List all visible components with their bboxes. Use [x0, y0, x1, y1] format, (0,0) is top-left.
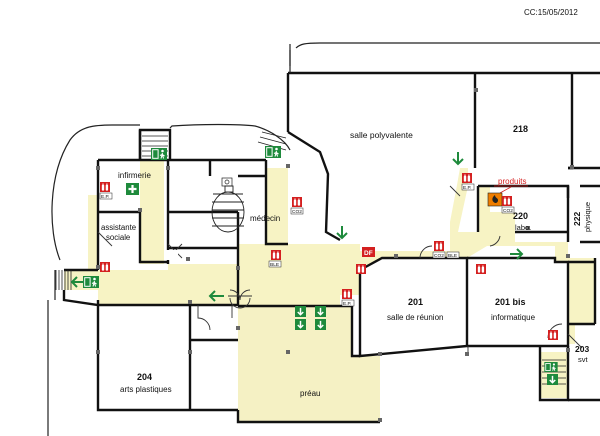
exit-arrow-down-icon: [295, 319, 306, 330]
emergency-exit-icon: [544, 362, 558, 372]
staircase-top-left: [142, 131, 287, 157]
label-salle-reunion: salle de réunion: [387, 313, 443, 322]
label-218: 218: [513, 124, 528, 134]
fire-extinguisher-icon: [476, 264, 486, 274]
tag-co2: CO2: [434, 253, 444, 259]
emergency-exit-icon: [83, 276, 99, 288]
washroom-icon: [221, 177, 233, 187]
tag-co2: CO2: [503, 208, 513, 214]
walls: [47, 42, 600, 436]
label-svt: svt: [578, 355, 589, 364]
arrow-left-icon: [70, 276, 84, 288]
label-arts-plastiques: arts plastiques: [120, 385, 172, 394]
fire-extinguisher-icon: [100, 182, 110, 192]
label-medecin: médecin: [250, 214, 280, 223]
plan-date-code: CC:15/05/2012: [524, 8, 578, 17]
fire-extinguisher-icon: [271, 250, 281, 260]
label-203: 203: [575, 344, 589, 354]
tag-ep: E.P.: [463, 185, 471, 191]
label-informatique: informatique: [491, 313, 536, 322]
fire-extinguisher-icon: [502, 196, 512, 206]
arrow-down-icon: [336, 226, 348, 240]
fire-extinguisher-icon: [548, 330, 558, 340]
room-labels: salle polyvalente 218 infirmerie médecin…: [101, 124, 592, 398]
first-aid-icon: [126, 183, 139, 195]
fire-extinguisher-icon: [100, 262, 110, 272]
emergency-exit-icon: [151, 148, 167, 160]
pillar-markers: [96, 88, 574, 422]
fire-extinguisher-icon: [356, 264, 366, 274]
tag-ep: E.P.: [101, 194, 109, 200]
label-201: 201: [408, 297, 423, 307]
label-salle-polyvalente: salle polyvalente: [350, 130, 413, 140]
df-fire-blanket-icon: DF: [362, 247, 375, 257]
evacuation-arrows: [70, 152, 524, 302]
hazard-produits: produits: [487, 177, 528, 207]
label-220: 220: [513, 211, 528, 221]
arrow-down-icon: [452, 152, 464, 166]
exit-sign-medecin: [166, 250, 178, 260]
label-infirmerie: infirmerie: [118, 171, 151, 180]
label-labo: labo.: [515, 223, 531, 232]
fire-extinguisher-icon: [342, 289, 352, 299]
fire-extinguisher-icon: [462, 173, 472, 183]
spiral-stair-medecin: [211, 185, 245, 233]
label-physique: physique: [583, 202, 592, 232]
arrow-right-icon: [510, 248, 524, 260]
exit-arrow-down-icon: [315, 306, 326, 317]
staircase-entrance: [55, 270, 72, 290]
df-label: DF: [364, 250, 373, 257]
label-204: 204: [137, 372, 152, 382]
label-sociale: sociale: [106, 233, 130, 242]
hazard-label: produits: [498, 177, 526, 186]
label-222: 222: [572, 212, 582, 226]
label-201-bis: 201 bis: [495, 297, 526, 307]
tag-ble: BLE: [270, 262, 279, 268]
label-assistante: assistante: [101, 223, 136, 232]
tag-ep: E.P.: [343, 301, 351, 307]
label-preau: préau: [300, 389, 320, 398]
arrow-left-icon: [208, 290, 224, 302]
equipment-tags: E.P. E.P. CO2 CO2 CO2 BLE BLE E.P.: [99, 183, 515, 307]
exit-arrow-down-icon: [315, 319, 326, 330]
emergency-exit-icon: [265, 146, 281, 158]
exit-arrow-down-icon: [547, 374, 558, 385]
exit-arrow-down-icon: [295, 306, 306, 317]
fire-extinguishers: DF: [100, 173, 558, 340]
corridor-areas: [64, 160, 595, 422]
fire-extinguisher-icon: [434, 241, 444, 251]
tag-ble: BLE: [448, 253, 457, 259]
fire-extinguisher-icon: [292, 197, 302, 207]
tag-co2: CO2: [292, 209, 302, 215]
